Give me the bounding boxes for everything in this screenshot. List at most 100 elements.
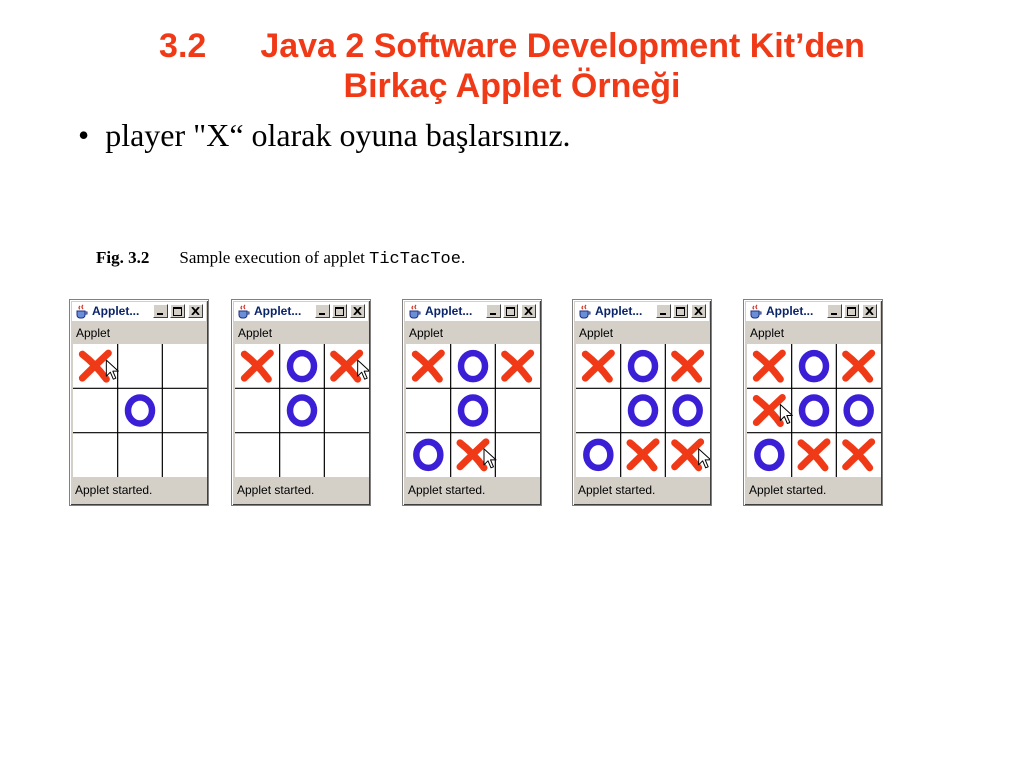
minimize-button[interactable] xyxy=(486,304,501,318)
java-cup-icon xyxy=(236,304,251,319)
board-cell[interactable] xyxy=(576,388,621,432)
board-cell[interactable] xyxy=(118,344,163,388)
close-icon xyxy=(694,307,703,315)
title-line-2: Birkaç Applet Örneği xyxy=(343,67,681,105)
tictactoe-board[interactable] xyxy=(747,344,881,477)
o-mark xyxy=(583,438,614,472)
board-cell[interactable] xyxy=(162,344,207,388)
board-cell[interactable] xyxy=(324,388,369,432)
caption-text: Sample execution of applet xyxy=(179,248,370,267)
o-mark xyxy=(457,394,489,427)
title-bar[interactable]: Applet... xyxy=(72,302,206,321)
o-mark xyxy=(627,349,659,383)
minimize-button[interactable] xyxy=(656,304,671,318)
maximize-button[interactable] xyxy=(844,304,859,318)
maximize-icon xyxy=(676,307,685,316)
window-title: Applet... xyxy=(766,304,814,318)
board-cell[interactable] xyxy=(118,433,163,477)
board-cell[interactable] xyxy=(162,433,207,477)
close-button[interactable] xyxy=(521,304,536,318)
mouse-pointer-icon xyxy=(357,359,369,380)
status-bar-text: Applet started. xyxy=(408,483,486,497)
o-mark xyxy=(413,438,444,472)
menu-applet[interactable]: Applet xyxy=(579,326,614,340)
maximize-button[interactable] xyxy=(332,304,347,318)
window-title: Applet... xyxy=(254,304,302,318)
o-mark xyxy=(798,394,830,427)
board-cell[interactable] xyxy=(235,388,280,432)
close-button[interactable] xyxy=(188,304,203,318)
board-cell[interactable] xyxy=(495,433,540,477)
maximize-button[interactable] xyxy=(503,304,518,318)
menu-applet[interactable]: Applet xyxy=(409,326,444,340)
mouse-pointer-icon xyxy=(698,448,710,469)
board-cell[interactable] xyxy=(73,433,118,477)
x-mark xyxy=(411,349,445,383)
close-button[interactable] xyxy=(350,304,365,318)
java-cup-icon xyxy=(748,304,763,319)
bullet-point: •player "X“ olarak oyuna başlarsınız. xyxy=(78,116,571,154)
close-button[interactable] xyxy=(691,304,706,318)
x-mark xyxy=(456,438,490,472)
board-cell[interactable] xyxy=(280,433,325,477)
menu-applet[interactable]: Applet xyxy=(76,326,111,340)
o-mark xyxy=(843,394,874,427)
title-bar[interactable]: Applet... xyxy=(575,302,709,321)
maximize-button[interactable] xyxy=(673,304,688,318)
bullet-marker: • xyxy=(78,117,90,153)
tictactoe-board[interactable] xyxy=(406,344,540,477)
close-button[interactable] xyxy=(862,304,877,318)
minimize-button[interactable] xyxy=(315,304,330,318)
tictactoe-board[interactable] xyxy=(235,344,369,477)
board-cell[interactable] xyxy=(324,433,369,477)
caption-end: . xyxy=(460,248,466,267)
board-cell[interactable] xyxy=(73,388,118,432)
title-bar[interactable]: Applet... xyxy=(405,302,539,321)
window-title: Applet... xyxy=(425,304,473,318)
x-mark xyxy=(626,438,660,472)
minimize-icon xyxy=(157,313,163,315)
title-bar[interactable]: Applet... xyxy=(234,302,368,321)
mouse-pointer-icon xyxy=(105,359,119,380)
maximize-icon xyxy=(506,307,515,316)
board-cell[interactable] xyxy=(406,388,451,432)
maximize-icon xyxy=(335,307,344,316)
minimize-button[interactable] xyxy=(827,304,842,318)
window-title: Applet... xyxy=(92,304,140,318)
x-mark xyxy=(330,349,364,383)
tictactoe-board[interactable] xyxy=(576,344,710,477)
o-mark xyxy=(627,394,659,427)
close-icon xyxy=(353,307,362,315)
minimize-icon xyxy=(490,313,496,315)
close-icon xyxy=(191,307,200,315)
title-bar[interactable]: Applet... xyxy=(746,302,880,321)
o-mark xyxy=(754,438,785,472)
title-text-1: Java 2 Software Development Kit’den xyxy=(260,27,865,65)
minimize-icon xyxy=(319,313,325,315)
close-icon xyxy=(524,307,533,315)
maximize-button[interactable] xyxy=(170,304,185,318)
board-cell[interactable] xyxy=(495,388,540,432)
x-mark xyxy=(581,349,615,383)
java-cup-icon xyxy=(407,304,422,319)
board-cell[interactable] xyxy=(162,388,207,432)
window-title: Applet... xyxy=(595,304,643,318)
x-mark xyxy=(797,438,831,472)
minimize-button[interactable] xyxy=(153,304,168,318)
java-cup-icon xyxy=(577,304,592,319)
java-cup-icon xyxy=(74,304,89,319)
tictactoe-board[interactable] xyxy=(73,344,207,477)
x-mark xyxy=(501,349,535,383)
caption-code: TicTacToe xyxy=(369,250,461,269)
menu-applet[interactable]: Applet xyxy=(238,326,273,340)
minimize-icon xyxy=(660,313,666,315)
menu-applet[interactable]: Applet xyxy=(750,326,785,340)
o-mark xyxy=(286,394,318,427)
board-cell[interactable] xyxy=(235,433,280,477)
